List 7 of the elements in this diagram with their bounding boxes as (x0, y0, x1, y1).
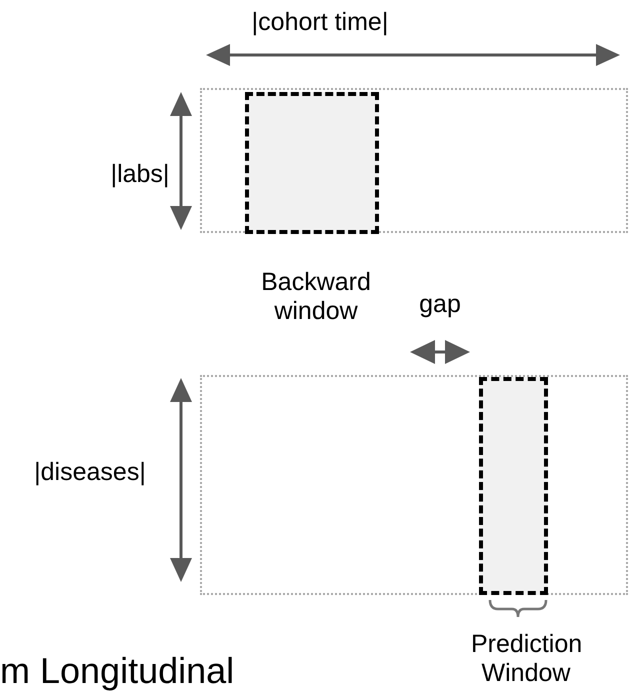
dimension-label: gap (419, 290, 461, 319)
dimension-label: |cohort time| (252, 8, 388, 37)
window-label: Backward window (261, 268, 371, 326)
dimension-label: |diseases| (34, 458, 146, 487)
window-label: Prediction Window (471, 630, 581, 688)
title-text: m Longitudinal (0, 650, 234, 692)
dimension-label: |labs| (110, 160, 170, 189)
